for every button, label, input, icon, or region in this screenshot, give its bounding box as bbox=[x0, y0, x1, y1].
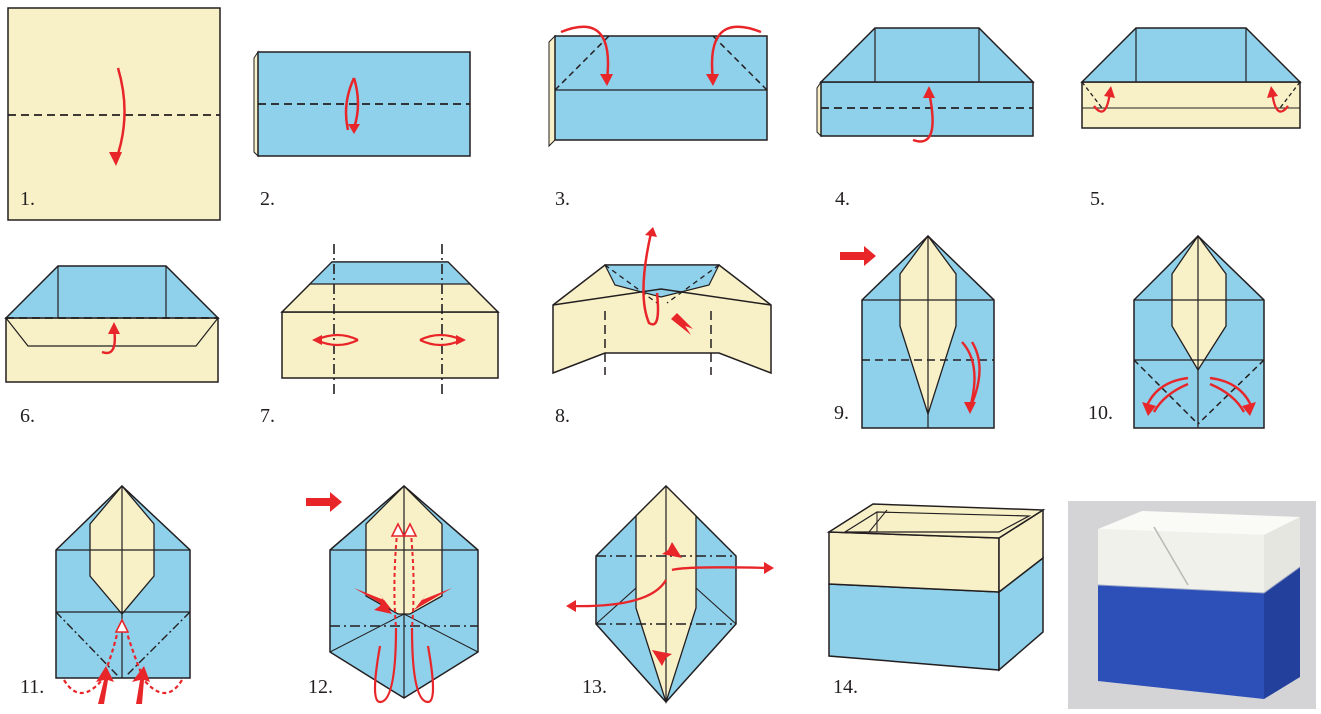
finished-box-image bbox=[1068, 501, 1316, 709]
step-number: 11. bbox=[20, 676, 45, 698]
step-number: 2. bbox=[260, 188, 275, 210]
step-number: 5. bbox=[1090, 188, 1105, 210]
step-7-diagram bbox=[280, 244, 500, 396]
step-number: 13. bbox=[582, 676, 607, 698]
step-number: 3. bbox=[555, 188, 570, 210]
step-number: 7. bbox=[260, 405, 275, 427]
step-14-diagram bbox=[826, 503, 1046, 672]
step-11-diagram bbox=[55, 484, 191, 704]
step-14: 14. bbox=[815, 480, 1055, 709]
step-12-diagram bbox=[306, 485, 479, 704]
step-number: 6. bbox=[20, 405, 35, 427]
step-number: 1. bbox=[20, 188, 35, 210]
step-number: 9. bbox=[834, 402, 849, 424]
step-number: 8. bbox=[555, 405, 570, 427]
step-5-diagram bbox=[1080, 27, 1302, 129]
step-number: 4. bbox=[835, 188, 850, 210]
step-1-diagram bbox=[7, 7, 221, 221]
step-3-diagram bbox=[548, 25, 768, 148]
step-2: 2. bbox=[250, 0, 480, 230]
step-6: 6. bbox=[0, 240, 230, 440]
step-number: 14. bbox=[833, 676, 858, 698]
step-13-diagram bbox=[566, 484, 774, 705]
step-13: 13. bbox=[560, 480, 790, 709]
step-9-diagram bbox=[840, 234, 995, 429]
step-8-diagram bbox=[552, 227, 772, 375]
finished-box-photo bbox=[1068, 501, 1316, 709]
step-2-diagram bbox=[253, 50, 471, 158]
step-7: 7. bbox=[250, 240, 500, 440]
step-12: 12. bbox=[300, 480, 500, 709]
step-11: 11. bbox=[0, 480, 240, 709]
step-10-diagram bbox=[1133, 234, 1265, 429]
step-6-diagram bbox=[4, 265, 220, 383]
step-3: 3. bbox=[545, 0, 775, 230]
step-9: 9. bbox=[830, 230, 1010, 440]
step-4-diagram bbox=[816, 27, 1035, 143]
step-8: 8. bbox=[545, 225, 775, 435]
step-1: 1. bbox=[0, 0, 230, 230]
step-number: 10. bbox=[1088, 402, 1113, 424]
step-5: 5. bbox=[1080, 0, 1310, 230]
step-number: 12. bbox=[308, 676, 333, 698]
step-4: 4. bbox=[815, 0, 1045, 230]
step-10: 10. bbox=[1080, 230, 1280, 440]
